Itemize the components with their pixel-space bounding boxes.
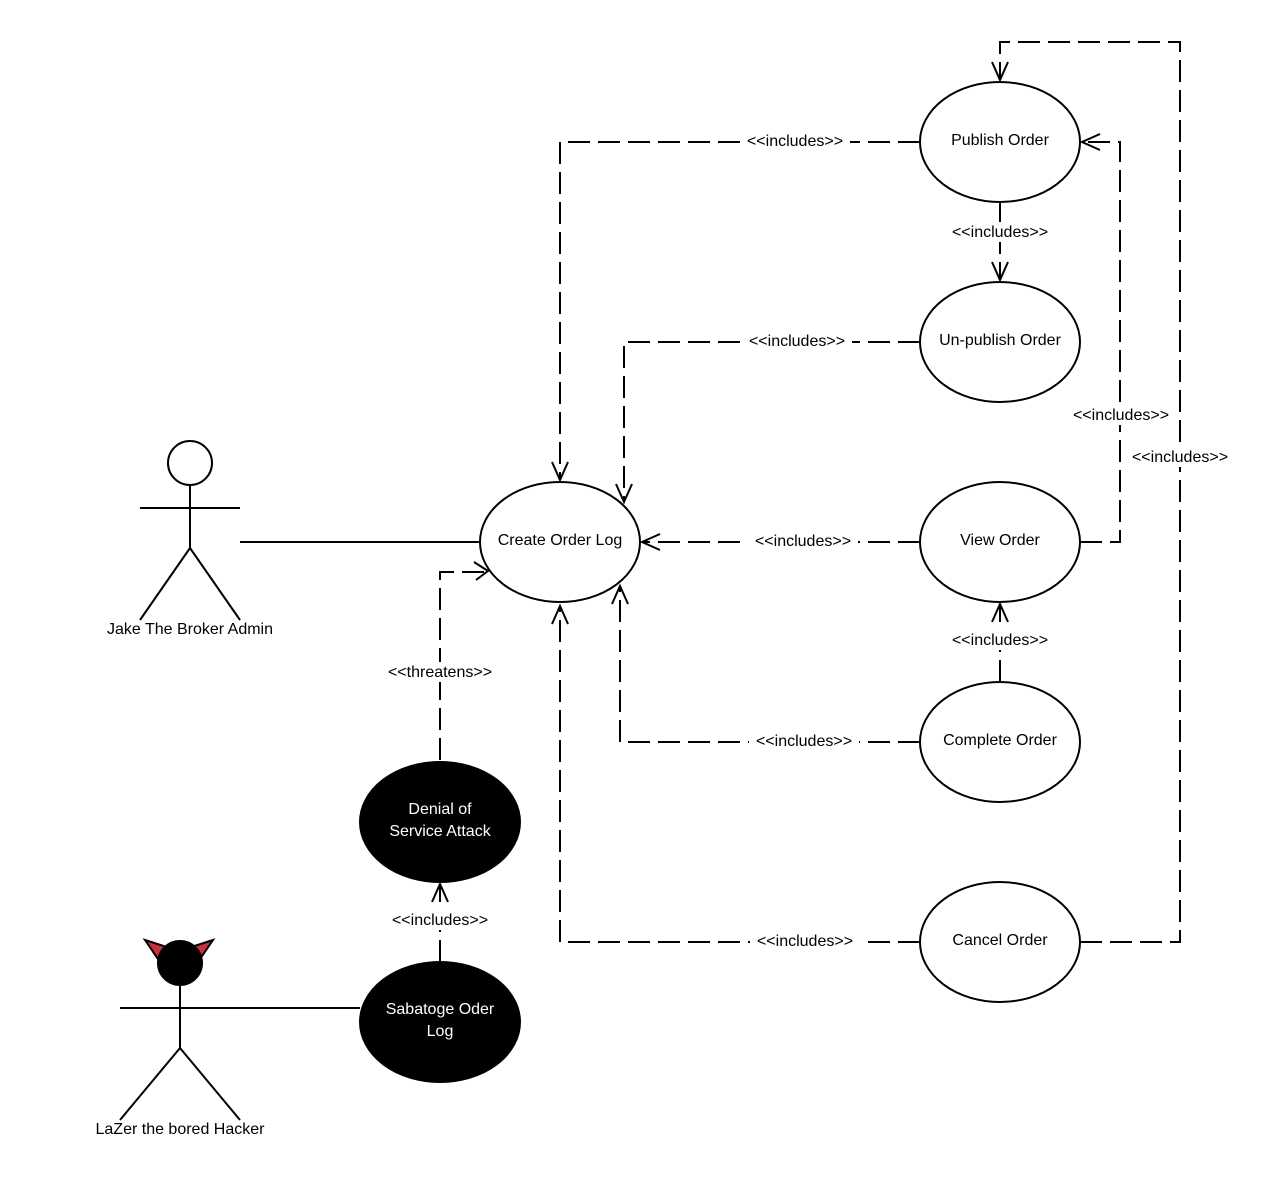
misuse-case-label-line1: Sabatoge Oder [386,1001,495,1018]
actor-head [157,940,203,986]
view-to-publish-arrowhead [1079,133,1101,151]
use-case-label: Create Order Log [498,532,623,549]
misuse-case-label-line1: Denial of [408,801,472,818]
actor-label: Jake The Broker Admin [107,621,273,638]
actor-label: LaZer the bored Hacker [96,1121,266,1138]
misuse-case-label-line2: Log [427,1023,454,1040]
use-case-cancel-order[interactable]: Cancel Order [919,881,1081,1003]
label-cancel-to-publish: <<includes>> [1125,447,1235,467]
use-case-label: View Order [960,532,1040,549]
misuse-case-label-line2: Service Attack [389,823,491,840]
cancel-to-create-connector [559,608,920,943]
actor-admin[interactable]: Jake The Broker Admin [107,440,273,638]
label-view-to-create: <<includes>> [748,531,858,551]
publish-to-unpublish-arrowhead [991,261,1009,283]
use-case-label: Cancel Order [952,932,1048,949]
svg-text:<<includes>>: <<includes>> [392,912,488,929]
label-view-to-publish: <<includes>> [1066,405,1176,425]
unpublish-to-create-arrowhead [615,483,633,505]
cancel-to-publish-connector [999,41,1181,943]
use-case-label: Un-publish Order [939,332,1062,349]
publish-to-create-connector [559,141,920,478]
svg-text:<<includes>>: <<includes>> [749,333,845,350]
svg-text:<<includes>>: <<includes>> [1073,407,1169,424]
use-case-complete-order[interactable]: Complete Order [919,681,1081,803]
view-to-publish-connector [1080,141,1121,543]
svg-text:<<includes>>: <<includes>> [757,933,853,950]
view-to-create-arrowhead [639,533,661,551]
svg-text:<<includes>>: <<includes>> [1132,449,1228,466]
unpublish-to-create-connector [623,341,920,500]
misuse-case-sabotage-order-log[interactable]: Sabatoge Oder Log [359,961,521,1083]
use-case-create-order-log[interactable]: Create Order Log [479,481,641,603]
svg-text:<<includes>>: <<includes>> [747,133,843,150]
label-sabotage-to-dos: <<includes>> [385,910,495,930]
dos-to-create-arrowhead [473,561,490,581]
label-complete-to-view: <<includes>> [945,630,1055,650]
use-case-label: Publish Order [951,132,1049,149]
complete-to-view-arrowhead [991,601,1009,623]
actor-hacker[interactable]: LaZer the bored Hacker [96,938,266,1138]
label-cancel-to-create: <<includes>> [750,931,860,951]
label-publish-to-unpublish: <<includes>> [945,222,1055,242]
sabotage-to-dos-arrowhead [431,881,449,903]
label-unpublish-to-create: <<includes>> [742,331,852,351]
label-complete-to-create: <<includes>> [749,731,859,751]
complete-to-create-connector [619,588,920,743]
complete-to-create-arrowhead [611,583,629,605]
misuse-case-denial-of-service[interactable]: Denial of Service Attack [359,761,521,883]
cancel-to-publish-arrowhead [991,61,1009,83]
publish-to-create-arrowhead [551,461,569,483]
label-publish-to-create: <<includes>> [740,131,850,151]
label-dos-to-create: <<threatens>> [380,662,500,682]
use-case-view-order[interactable]: View Order [919,481,1081,603]
use-case-label: Complete Order [943,732,1057,749]
svg-text:<<includes>>: <<includes>> [755,533,851,550]
svg-text:<<includes>>: <<includes>> [952,224,1048,241]
svg-text:<<includes>>: <<includes>> [756,733,852,750]
use-case-publish-order[interactable]: Publish Order [919,81,1081,203]
svg-text:<<includes>>: <<includes>> [952,632,1048,649]
actor-head [167,440,213,486]
cancel-to-create-arrowhead [551,603,569,625]
use-case-unpublish-order[interactable]: Un-publish Order [919,281,1081,403]
dos-to-create-connector [439,571,484,760]
svg-text:<<threatens>>: <<threatens>> [388,664,492,681]
